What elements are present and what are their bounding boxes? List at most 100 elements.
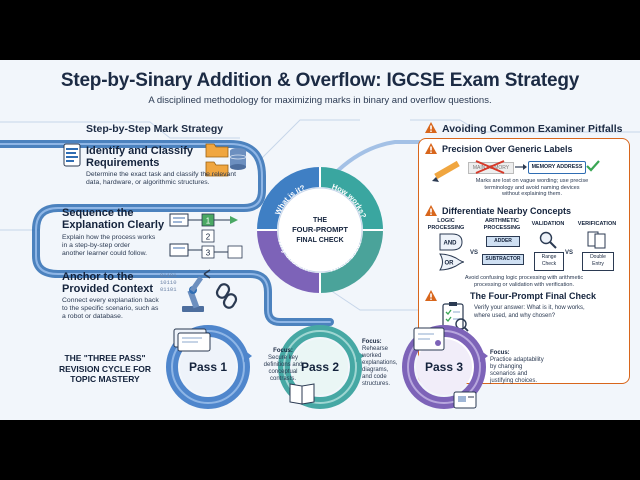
- subtractor-text: SUBTRACTOR: [485, 256, 521, 262]
- core-line-2: FOUR-PROMPT: [292, 225, 348, 234]
- pass2-focus-line1: Rehearse: [362, 346, 389, 352]
- logic-label: LOGIC PROCESSING: [424, 218, 468, 231]
- step1-desc-line2: data, hardware, or algorithmic structure…: [86, 179, 210, 186]
- pass2-focus-line3: explanations,: [362, 360, 398, 366]
- document-pair-icon: [587, 231, 606, 249]
- arith-label-line2: PROCESSING: [483, 224, 521, 231]
- step3-desc-line2: to the specific scenario, such as: [62, 305, 159, 312]
- step3-title: Anchor to the Provided Context: [62, 271, 153, 295]
- diagram-card-icon: [413, 327, 445, 351]
- precision-desc-line2: terminology and avoid naming devices: [484, 184, 580, 191]
- robot-arm-icon: [182, 269, 211, 312]
- final-check-title: The Four-Prompt Final Check: [470, 291, 597, 301]
- double-entry-line2: Entry: [592, 261, 604, 267]
- pass2-focus-line6: structures.: [362, 381, 391, 387]
- range-check-line1: Range: [541, 254, 557, 260]
- binary-line-1: 01101: [160, 272, 177, 279]
- subtractor-box: SUBTRACTOR: [482, 254, 524, 265]
- differentiate-title: Differentiate Nearby Concepts: [442, 206, 572, 216]
- step3-title-line2: Provided Context: [62, 283, 154, 295]
- differentiate-desc-line2: processing or validation with verificati…: [473, 281, 575, 288]
- flow-number-2: 2: [206, 233, 211, 242]
- four-prompt-circle: What is it? How works? Where used? Why c…: [257, 167, 383, 293]
- pass2-focus-label: Focus:: [362, 339, 382, 345]
- pass1-focus-line4: contrasts.: [269, 376, 296, 382]
- pass2-focus-line5: and code: [362, 374, 387, 380]
- warning-icon: [425, 143, 437, 154]
- precision-desc-line1: Marks are lost on vague wording; use pre…: [475, 178, 589, 184]
- right-label-box: MEMORY ADDRESS: [528, 161, 586, 174]
- warning-icon: [425, 122, 437, 133]
- vs-validation-verification: VS: [565, 250, 574, 256]
- core-line-3: FINAL CHECK: [296, 237, 343, 244]
- step1-desc: Determine the exact task and classify th…: [86, 171, 236, 187]
- pass3-label: Pass 3: [424, 360, 464, 374]
- flowchart-icon: 1 2 3: [169, 213, 243, 259]
- logic-label-line2: PROCESSING: [427, 224, 465, 231]
- step3-desc-line3: a robot or database.: [62, 313, 123, 320]
- segment-how: [319, 167, 383, 231]
- book-icon: [289, 383, 315, 405]
- page-title: Step-by-Sinary Addition & Overflow: IGCS…: [60, 70, 580, 91]
- range-check-box: Range Check: [534, 252, 564, 271]
- clipboard-check-icon: [442, 302, 469, 332]
- revision-heading-line2: REVISION CYCLE FOR: [58, 363, 152, 374]
- pass3-focus-line4: justifying choices.: [490, 378, 538, 384]
- step2-title-line1: Sequence the: [62, 207, 134, 219]
- pass1-focus-line3: conceptual: [268, 369, 298, 375]
- revision-heading-line3: TOPIC MASTERY: [70, 374, 140, 384]
- step2-title: Sequence the Explanation Clearly: [62, 207, 164, 231]
- scenario-cards-icon: [453, 391, 477, 409]
- logic-gates-icon: AND OR: [439, 233, 465, 271]
- flow-number-3: 3: [206, 249, 211, 258]
- pass2-label: Pass 2: [300, 360, 340, 374]
- binary-line-3: 01101: [160, 286, 177, 293]
- page-subtitle: A disciplined methodology for maximizing…: [148, 95, 492, 106]
- gate-and: AND: [444, 241, 458, 247]
- arrow-right-icon: [515, 164, 527, 170]
- step1-title: Identify and Classify Requirements: [86, 145, 193, 169]
- binary-line-2: 10110: [160, 279, 177, 286]
- pass2-focus-line2: worked: [362, 353, 382, 359]
- background-circuit-paths: [0, 119, 640, 326]
- arith-label: ARITHMETIC PROCESSING: [478, 218, 526, 231]
- step3-title-line1: Anchor to the: [62, 271, 134, 283]
- step1-desc-line1: Determine the exact task and classify th…: [86, 171, 236, 178]
- infographic: Step-by-Sinary Addition & Overflow: IGCS…: [0, 60, 640, 420]
- step2-desc-line3: another learner could follow.: [62, 250, 148, 257]
- left-heading: Step-by-Step Mark Strategy: [86, 123, 224, 135]
- step1-title-line1: Identify and Classify: [86, 145, 193, 157]
- verification-label: VERIFICATION: [577, 221, 617, 227]
- step1-title-line2: Requirements: [86, 157, 160, 169]
- arith-label-line1: ARITHMETIC: [485, 218, 519, 224]
- final-check-desc: Verify your answer: What is it, how work…: [474, 305, 585, 320]
- pass1-focus-line1: Secure key: [267, 355, 298, 361]
- precision-desc-line3: without explaining them.: [501, 191, 562, 198]
- cross-out-icon: [475, 160, 505, 174]
- adder-box: ADDER: [486, 236, 520, 247]
- binary-file-icon: [63, 143, 81, 167]
- step2-desc-line1: Explain how the process works: [62, 234, 156, 241]
- pass1-focus-label: Focus:: [273, 348, 293, 354]
- binary-digits: 01101 10110 01101: [160, 272, 177, 293]
- step2-desc: Explain how the process works in a step-…: [62, 234, 155, 258]
- final-check-desc-line2: where used, and why chosen?: [474, 312, 556, 319]
- precision-desc: Marks are lost on vague wording; use pre…: [444, 178, 620, 198]
- pass3-focus-line2: by changing: [490, 364, 523, 370]
- flow-number-1: 1: [206, 217, 211, 226]
- checkmark-icon: [586, 160, 600, 172]
- pass3-focus-label: Focus:: [490, 350, 510, 356]
- database-icon: [229, 148, 247, 170]
- gate-or: OR: [445, 261, 455, 267]
- range-check-line2: Check: [541, 261, 557, 267]
- core-line-1: THE: [313, 217, 327, 224]
- differentiate-desc-line1: Avoid confusing logic processing with ar…: [464, 275, 584, 281]
- pencil-icon: [432, 160, 460, 182]
- pass3-focus: Focus: Practice adaptability by changing…: [490, 350, 570, 385]
- step3-desc-line1: Connect every explanation back: [62, 297, 159, 304]
- pass1-label: Pass 1: [188, 360, 228, 374]
- right-label-text: MEMORY ADDRESS: [531, 164, 583, 170]
- differentiate-desc: Avoid confusing logic processing with ar…: [428, 275, 620, 288]
- double-entry-line1: Double: [590, 254, 606, 260]
